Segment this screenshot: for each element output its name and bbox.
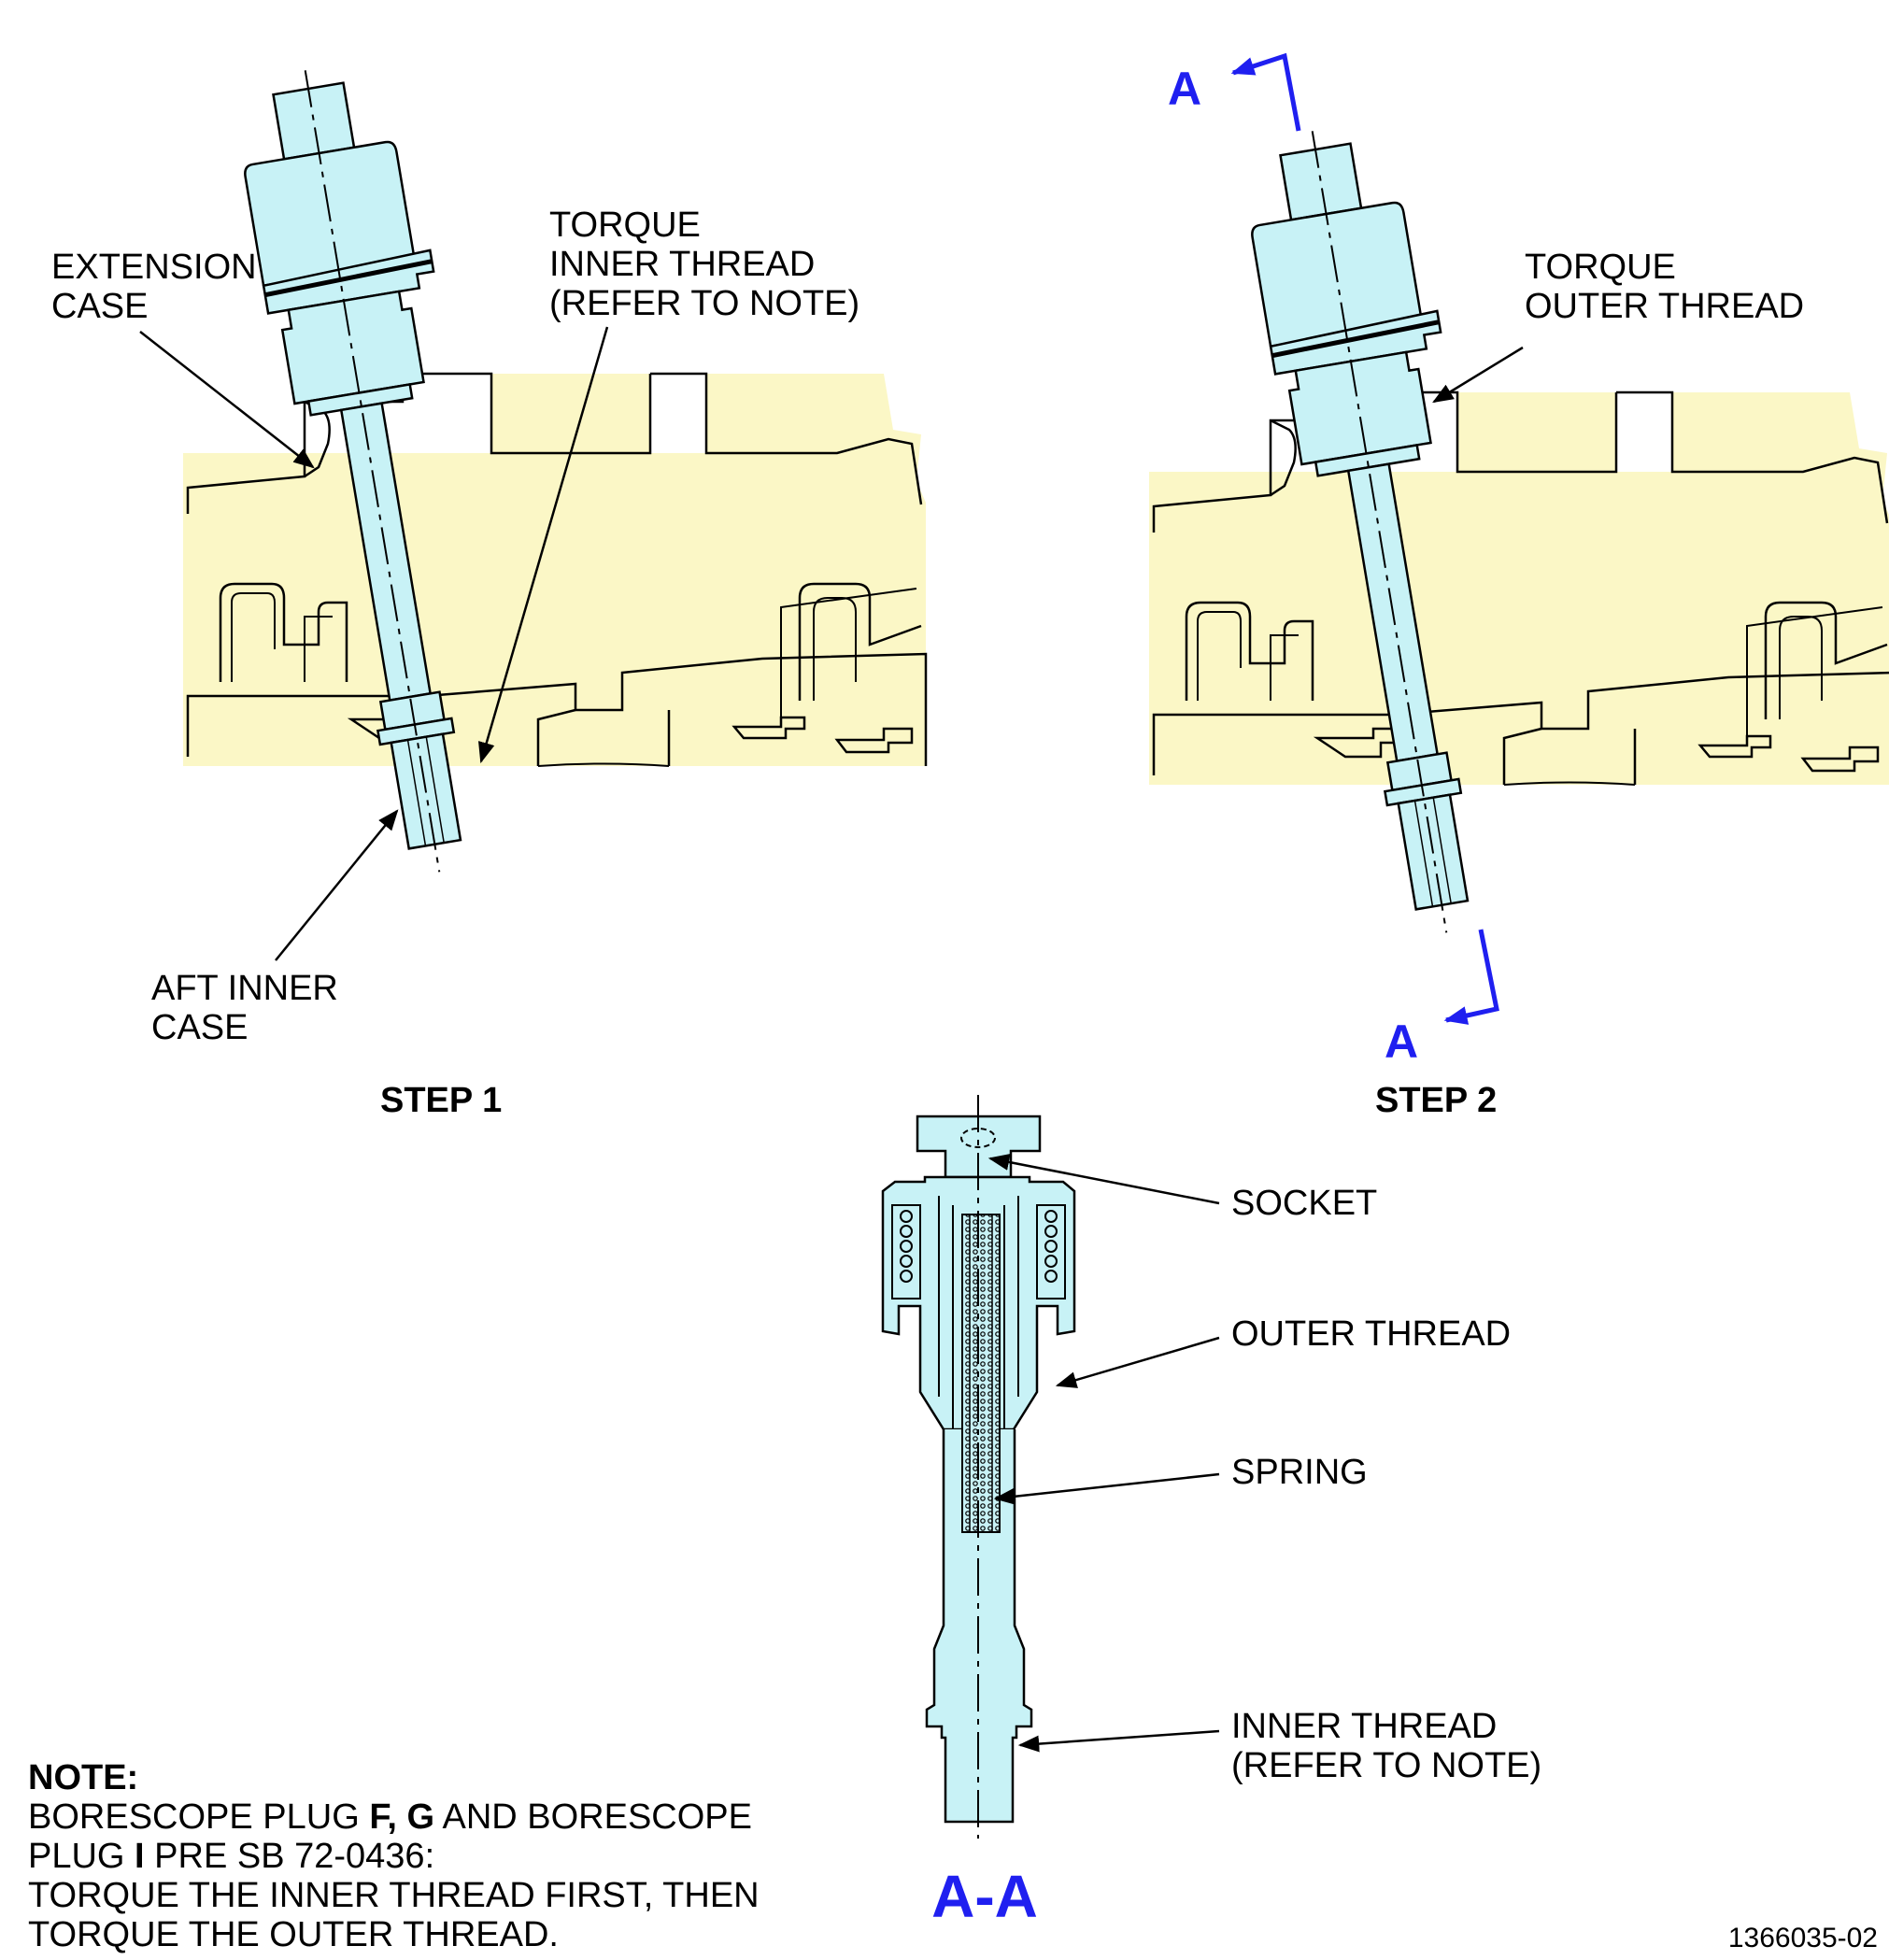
section-view-title: A-A: [931, 1863, 1038, 1930]
note-plug-letter-i: I: [135, 1837, 145, 1876]
step1-case: [181, 372, 928, 768]
step1-extension-leader: [139, 331, 315, 469]
socket-label: SOCKET: [1231, 1184, 1377, 1223]
outer-thread-leader: [1055, 1336, 1220, 1388]
step1-extension-label: EXTENSION CASE: [51, 248, 266, 326]
figure-id: 1366035-02: [1727, 1923, 1878, 1953]
note-line-3: TORQUE THE INNER THREAD FIRST, THEN: [28, 1876, 760, 1915]
inner-thread-label: INNER THREAD (REFER TO NOTE): [1231, 1707, 1541, 1785]
step2-torque-leader: [1432, 346, 1524, 404]
step1-drawing: [181, 55, 928, 885]
section-cut-top: [1230, 52, 1301, 132]
step2-drawing: [1147, 116, 1889, 945]
section-cut-bottom: [1443, 929, 1499, 1025]
step2-title: STEP 2: [1375, 1081, 1497, 1120]
note-block: NOTE: BORESCOPE PLUG F, G AND BORESCOPE …: [28, 1758, 869, 1954]
section-aa-drawing: [881, 1095, 1076, 1839]
step2-torque-label: TORQUE OUTER THREAD: [1525, 248, 1804, 326]
note-line-1: BORESCOPE PLUG F, G AND BORESCOPE: [28, 1797, 752, 1837]
spring-label: SPRING: [1231, 1453, 1368, 1492]
step1-torque-leader: [478, 326, 609, 764]
socket-leader: [987, 1154, 1220, 1205]
step2-case: [1147, 391, 1889, 787]
step1-aft-leader: [275, 809, 399, 961]
spring-leader: [993, 1472, 1220, 1505]
note-line-2: PLUG I PRE SB 72-0436:: [28, 1837, 435, 1876]
section-letter-top: A: [1168, 63, 1201, 115]
outer-thread-label: OUTER THREAD: [1231, 1314, 1511, 1354]
section-letter-bottom: A: [1385, 1016, 1418, 1068]
note-line-4: TORQUE THE OUTER THREAD.: [28, 1915, 559, 1954]
inner-thread-leader: [1017, 1729, 1220, 1753]
note-plug-letters: F, G: [369, 1797, 435, 1837]
step1-title: STEP 1: [380, 1081, 502, 1120]
step1-torque-label: TORQUE INNER THREAD (REFER TO NOTE): [549, 206, 859, 323]
step1-aft-label: AFT INNER CASE: [151, 969, 348, 1047]
note-title: NOTE:: [28, 1758, 139, 1797]
